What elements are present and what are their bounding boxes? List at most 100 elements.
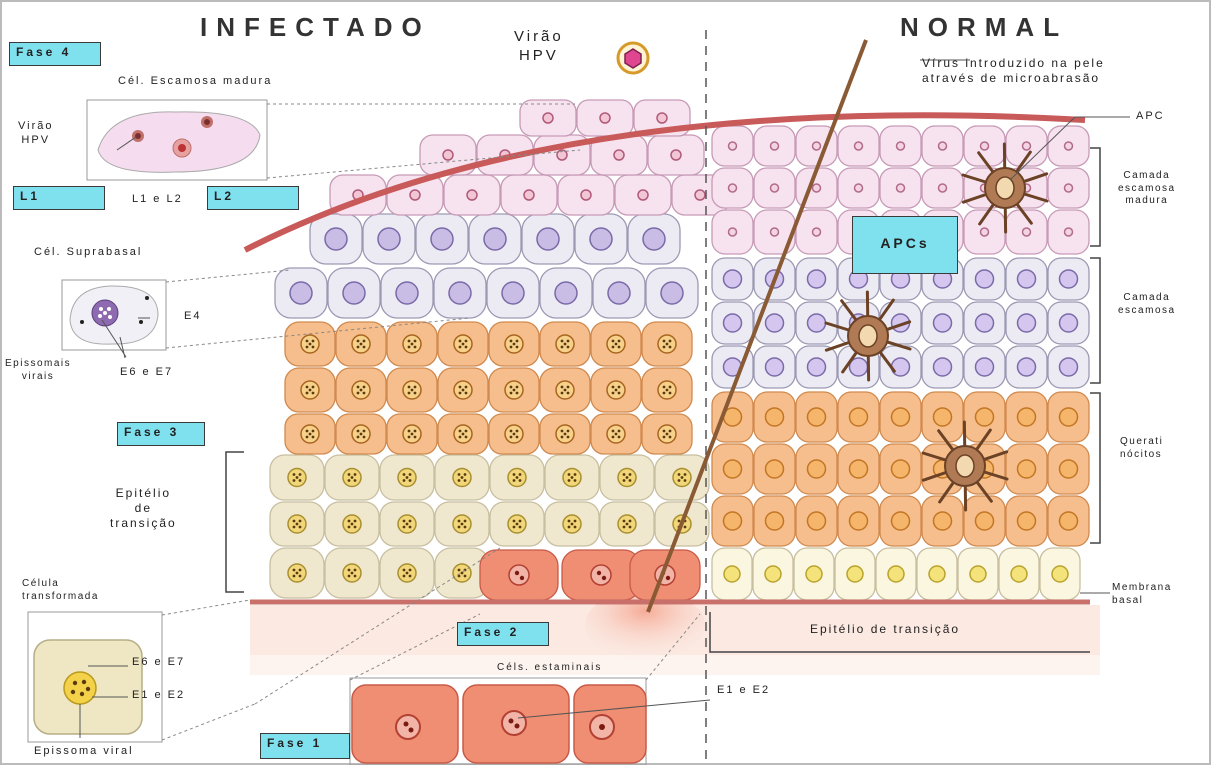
cell-infected-keratinocyte [336, 368, 386, 412]
e4-label: E4 [184, 310, 201, 324]
inset-stem-cells [350, 678, 646, 765]
cell-infected-keratinocyte [387, 414, 437, 454]
cell-infected-keratinocyte [540, 368, 590, 412]
cell-normal-mature [922, 126, 963, 166]
cell-infected-mature [615, 175, 671, 215]
cell-infected-keratinocyte [591, 368, 641, 412]
cell-infected-keratinocyte [489, 322, 539, 366]
cell-normal-mature [754, 126, 795, 166]
cell-infected-transition [325, 548, 379, 598]
virus-introduzido-label: Vírus introduzido na pele através de mic… [922, 56, 1105, 86]
cell-normal-mature [880, 126, 921, 166]
epissomais-virais-label: Epissomais virais [5, 358, 71, 383]
apc-label: APC [1136, 110, 1165, 124]
epitelio-transicao-right-label: Epitélio de transição [810, 622, 960, 637]
normal-title: NORMAL [900, 12, 1068, 43]
cell-infected-keratinocyte [285, 368, 335, 412]
cell-normal-squamous [1048, 302, 1089, 344]
cell-infected-squamous [328, 268, 380, 318]
infected-title: INFECTADO [200, 12, 431, 43]
e1-e2-center-label: E1 e E2 [717, 684, 770, 698]
cels-estaminais-label: Céls. estaminais [497, 662, 602, 675]
e1-e2-left-label: E1 e E2 [132, 689, 185, 703]
cell-normal-keratinocyte [1048, 392, 1089, 442]
membrana-basal-label: Membrana basal [1112, 582, 1172, 607]
cell-normal-squamous [1048, 258, 1089, 300]
cell-normal-mature [712, 210, 753, 254]
cell-normal-basal [753, 548, 793, 600]
cell-normal-keratinocyte [880, 444, 921, 494]
fase1-tag: Fase 1 [260, 733, 350, 759]
cell-normal-squamous [880, 346, 921, 388]
cell-infected-keratinocyte [489, 368, 539, 412]
cell-normal-keratinocyte [838, 444, 879, 494]
cel-escamosa-madura-label: Cél. Escamosa madura [118, 75, 272, 89]
e6-e7-top-label: E6 e E7 [120, 366, 173, 380]
cell-infected-mature [444, 175, 500, 215]
cell-infected-keratinocyte [540, 414, 590, 454]
cell-infected-squamous [540, 268, 592, 318]
cell-infected-keratinocyte [438, 414, 488, 454]
cell-normal-basal [712, 548, 752, 600]
fase3-tag: Fase 3 [117, 422, 205, 446]
cell-normal-keratinocyte [796, 444, 837, 494]
cell-infected-basal [630, 550, 700, 600]
cell-infected-transition [325, 502, 379, 546]
cell-normal-keratinocyte [838, 392, 879, 442]
cell-normal-squamous [712, 302, 753, 344]
cell-infected-keratinocyte [438, 322, 488, 366]
cel-suprabasal-label: Cél. Suprabasal [34, 246, 142, 260]
cell-normal-keratinocyte [880, 392, 921, 442]
cell-normal-keratinocyte [754, 496, 795, 546]
cell-infected-keratinocyte [438, 368, 488, 412]
cell-infected-transition [270, 455, 324, 500]
cell-normal-mature [1048, 168, 1089, 208]
epitelio-transicao-left-label: Epitélio de transição [110, 486, 177, 531]
l2-tag: L2 [207, 186, 299, 210]
cell-infected-keratinocyte [336, 322, 386, 366]
cell-normal-keratinocyte [754, 444, 795, 494]
cell-normal-keratinocyte [1006, 496, 1047, 546]
cell-normal-keratinocyte [880, 496, 921, 546]
cell-infected-keratinocyte [642, 414, 692, 454]
cell-infected-mature [520, 100, 576, 136]
cell-normal-mature [880, 168, 921, 208]
cell-infected-transition [490, 502, 544, 546]
cell-normal-mature [796, 210, 837, 254]
e6-e7-bottom-label: E6 e E7 [132, 656, 185, 670]
cell-infected-transition [380, 502, 434, 546]
cell-infected-keratinocyte [642, 368, 692, 412]
cell-normal-keratinocyte [964, 496, 1005, 546]
cell-normal-basal [958, 548, 998, 600]
cell-normal-mature [712, 126, 753, 166]
cell-normal-basal [999, 548, 1039, 600]
cell-infected-transition [270, 548, 324, 598]
cell-infected-transition [600, 502, 654, 546]
cell-normal-keratinocyte [838, 496, 879, 546]
cell-normal-keratinocyte [1006, 444, 1047, 494]
cell-infected-squamous [628, 214, 680, 264]
cell-infected-transition [270, 502, 324, 546]
cell-normal-squamous [922, 302, 963, 344]
cell-infected-mature [558, 175, 614, 215]
inset-transformed-cell [28, 612, 162, 742]
cell-normal-squamous [796, 258, 837, 300]
cell-infected-squamous [593, 268, 645, 318]
l1-tag: L1 [13, 186, 105, 210]
cell-normal-mature [1048, 126, 1089, 166]
cell-infected-transition [380, 548, 434, 598]
cell-infected-basal [480, 550, 558, 600]
cell-infected-squamous [416, 214, 468, 264]
cell-normal-mature [922, 168, 963, 208]
epissoma-viral-label: Epissoma viral [34, 745, 134, 759]
cell-infected-squamous [575, 214, 627, 264]
cell-normal-squamous [964, 258, 1005, 300]
cell-normal-squamous [922, 346, 963, 388]
queratinocitos-label: Querati nócitos [1120, 436, 1163, 461]
cell-infected-keratinocyte [336, 414, 386, 454]
cell-normal-squamous [964, 302, 1005, 344]
cell-normal-squamous [1006, 258, 1047, 300]
cell-infected-squamous [381, 268, 433, 318]
cell-infected-keratinocyte [387, 322, 437, 366]
cell-infected-squamous [363, 214, 415, 264]
